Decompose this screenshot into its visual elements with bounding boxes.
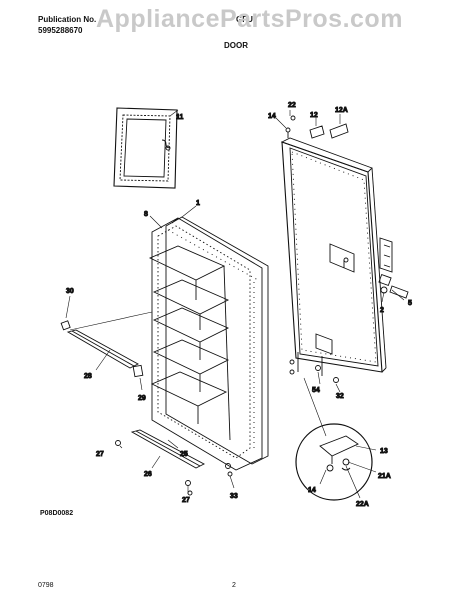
model-number: GFU [236,15,253,24]
part-12-block [309,125,325,139]
part-32-screw [333,377,339,383]
callout-5: 5 [408,300,412,307]
callout-54: 54 [312,387,320,394]
callout-1: 1 [196,200,200,207]
callout-25: 25 [180,451,188,458]
part-12a-block [329,123,349,139]
part-54-screw [315,365,321,371]
page-title: DOOR [224,41,248,50]
callout-22: 22 [288,102,296,109]
callout-14-top: 14 [268,113,276,120]
callout-27-bottom: 27 [182,497,190,504]
callout-12: 12 [310,112,318,119]
part-28-bar [66,329,139,369]
part-30-clip [60,320,71,331]
callout-14-detail: 14 [308,487,316,494]
footer-page-number: 2 [232,582,236,589]
footer-date-code: 0798 [38,582,54,589]
callout-26: 26 [144,471,152,478]
part-27-screws [115,440,193,496]
callout-32: 32 [336,393,344,400]
callout-27-left: 27 [96,451,104,458]
callout-29: 29 [138,395,146,402]
diagram-code: P08D0082 [40,510,74,517]
part-left-screws [289,359,295,375]
callout-30: 30 [66,288,74,295]
callout-11: 11 [176,114,184,121]
callout-28: 28 [84,373,92,380]
part-22-screw [290,115,296,121]
part-14-screw [285,127,291,138]
publication-label: Publication No. [38,15,97,24]
callout-8: 8 [144,211,148,218]
callout-12a: 12A [335,107,348,114]
part-29-clip [132,364,144,378]
callout-22a: 22A [356,501,369,508]
part-11-gasket [113,107,178,189]
callout-2: 2 [380,307,384,314]
publication-number: 5995288670 [38,26,83,35]
outer-door-panel [280,137,393,376]
hinge-detail-circle [295,423,373,501]
callout-33: 33 [230,493,238,500]
watermark: AppliancePartsPros.com [96,5,403,33]
callout-21a: 21A [378,473,391,480]
callout-13: 13 [380,448,388,455]
part-1-door-liner [148,216,269,471]
part-26-bottom-bar [130,429,205,469]
leader-lines [65,109,405,499]
